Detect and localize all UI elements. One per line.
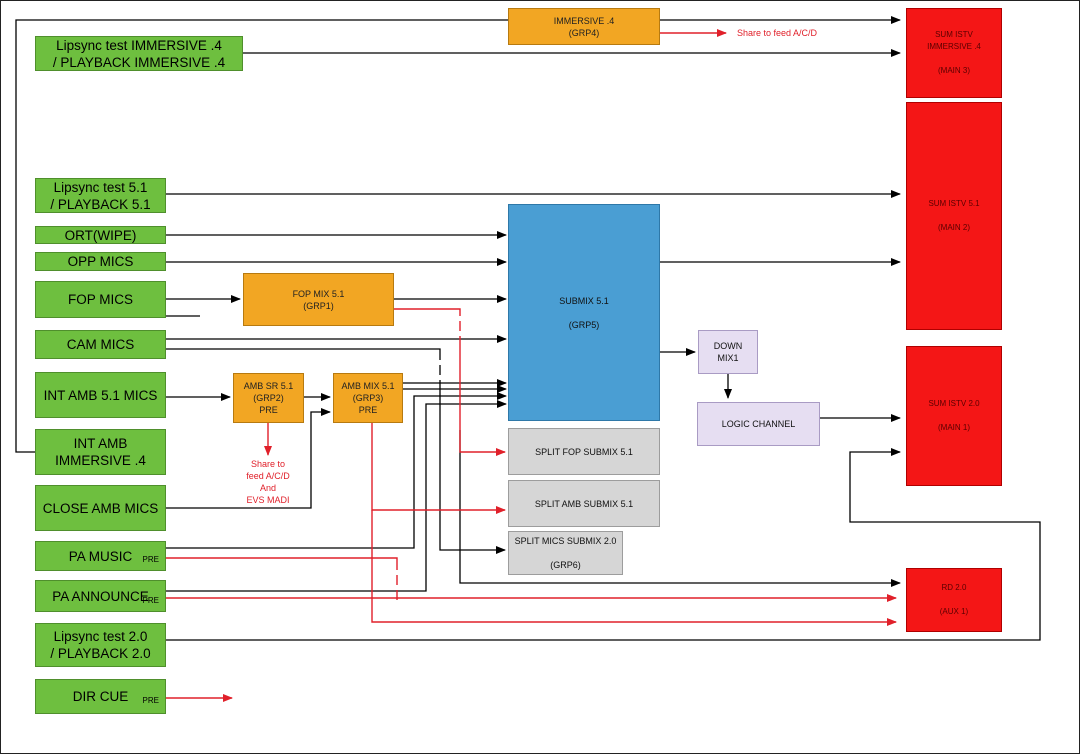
source-lipsync-20-label: Lipsync test 2.0 / PLAYBACK 2.0	[50, 629, 151, 661]
wire-lipsync20-to-sum20	[166, 448, 1041, 641]
wire-int-amb-immersive-to-sum-immersive	[15, 16, 901, 453]
split-mics-submix: SPLIT MICS SUBMIX 2.0 (GRP6)	[508, 531, 623, 575]
group-amb-mix-label: AMB MIX 5.1 (GRP3) PRE	[341, 381, 395, 415]
wire-close-amb	[166, 408, 331, 509]
source-pa-music: PA MUSIC PRE	[35, 541, 166, 571]
dest-sum-istv-20: SUM ISTV 2.0 (MAIN 1)	[906, 346, 1002, 486]
split-fop-submix: SPLIT FOP SUBMIX 5.1	[508, 428, 660, 475]
split-fop-submix-label: SPLIT FOP SUBMIX 5.1	[535, 446, 633, 457]
source-int-amb-immersive: INT AMB IMMERSIVE .4	[35, 429, 166, 475]
downmix-1-label: DOWN MIX1	[713, 341, 743, 363]
note-share-top: Share to feed A/C/D	[737, 28, 818, 38]
source-dir-cue: DIR CUE PRE	[35, 679, 166, 714]
source-lipsync-51-label: Lipsync test 5.1 / PLAYBACK 5.1	[50, 179, 151, 212]
group-amb-sr: AMB SR 5.1 (GRP2) PRE	[233, 373, 304, 423]
source-lipsync-immersive: Lipsync test IMMERSIVE .4 / PLAYBACK IMM…	[35, 36, 243, 71]
wire-cam-to-split-mics	[166, 348, 506, 554]
source-ort-wipe-label: ORT(WIPE)	[64, 227, 137, 243]
source-int-amb-immersive-label: INT AMB IMMERSIVE .4	[55, 436, 146, 468]
group-fop-mix: FOP MIX 5.1 (GRP1)	[243, 273, 394, 326]
source-close-amb: CLOSE AMB MICS	[35, 485, 166, 531]
note-share-amb: Share to feed A/C/D And EVS MADI	[246, 459, 290, 505]
pre-tag: PRE	[142, 696, 159, 705]
dest-rd-20: RD 2.0 (AUX 1)	[906, 568, 1002, 632]
group-amb-sr-label: AMB SR 5.1 (GRP2) PRE	[243, 381, 294, 415]
dest-sum-istv-51-label: SUM ISTV 5.1 (MAIN 2)	[928, 199, 980, 232]
logic-channel-label: LOGIC CHANNEL	[721, 419, 796, 429]
wire-ambmix-to-split	[371, 423, 506, 514]
submix-51: SUBMIX 5.1 (GRP5)	[508, 204, 660, 421]
pre-tag: PRE	[142, 596, 159, 605]
source-ort-wipe: ORT(WIPE)	[35, 226, 166, 244]
wire-ambmix-to-rd	[371, 510, 897, 626]
source-opp-mics: OPP MICS	[35, 252, 166, 271]
group-immersive4-label: IMMERSIVE .4 (GRP4)	[553, 15, 615, 38]
wire-pa-announce-submix	[166, 400, 507, 592]
source-int-amb-51: INT AMB 5.1 MICS	[35, 372, 166, 418]
source-dir-cue-label: DIR CUE	[72, 689, 129, 704]
source-fop-mics: FOP MICS	[35, 281, 166, 318]
logic-channel: LOGIC CHANNEL	[697, 402, 820, 446]
submix-51-label: SUBMIX 5.1 (GRP5)	[559, 295, 609, 330]
source-lipsync-20: Lipsync test 2.0 / PLAYBACK 2.0	[35, 623, 166, 667]
source-lipsync-immersive-label: Lipsync test IMMERSIVE .4 / PLAYBACK IMM…	[52, 37, 226, 70]
group-amb-mix: AMB MIX 5.1 (GRP3) PRE	[333, 373, 403, 423]
dest-rd-20-label: RD 2.0 (AUX 1)	[939, 583, 969, 616]
split-mics-submix-label: SPLIT MICS SUBMIX 2.0 (GRP6)	[514, 536, 617, 570]
source-close-amb-label: CLOSE AMB MICS	[42, 500, 159, 516]
source-cam-mics: CAM MICS	[35, 330, 166, 359]
source-opp-mics-label: OPP MICS	[67, 254, 134, 269]
split-amb-submix: SPLIT AMB SUBMIX 5.1	[508, 480, 660, 527]
group-fop-mix-label: FOP MIX 5.1 (GRP1)	[292, 288, 345, 311]
source-lipsync-51: Lipsync test 5.1 / PLAYBACK 5.1	[35, 178, 166, 213]
wire-fopmix-to-split	[394, 308, 506, 456]
dest-sum-istv-20-label: SUM ISTV 2.0 (MAIN 1)	[928, 399, 980, 432]
group-immersive4: IMMERSIVE .4 (GRP4)	[508, 8, 660, 45]
pre-tag: PRE	[142, 555, 159, 564]
source-pa-announce-label: PA ANNOUNCE	[52, 588, 149, 604]
dest-sum-istv-immersive: SUM ISTV IMMERSIVE .4 (MAIN 3)	[906, 8, 1002, 98]
source-pa-announce: PA ANNOUNCE PRE	[35, 580, 166, 612]
downmix-1: DOWN MIX1	[698, 330, 758, 374]
dest-sum-istv-51: SUM ISTV 5.1 (MAIN 2)	[906, 102, 1002, 330]
source-fop-mics-label: FOP MICS	[67, 292, 133, 307]
source-cam-mics-label: CAM MICS	[66, 337, 135, 352]
split-amb-submix-label: SPLIT AMB SUBMIX 5.1	[534, 498, 634, 509]
dest-sum-istv-immersive-label: SUM ISTV IMMERSIVE .4 (MAIN 3)	[927, 30, 981, 75]
source-pa-music-label: PA MUSIC	[68, 548, 133, 564]
source-int-amb-51-label: INT AMB 5.1 MICS	[43, 387, 158, 403]
wire-pa-music-to-rd	[166, 557, 398, 600]
wire-fop-to-rd	[166, 315, 900, 583]
